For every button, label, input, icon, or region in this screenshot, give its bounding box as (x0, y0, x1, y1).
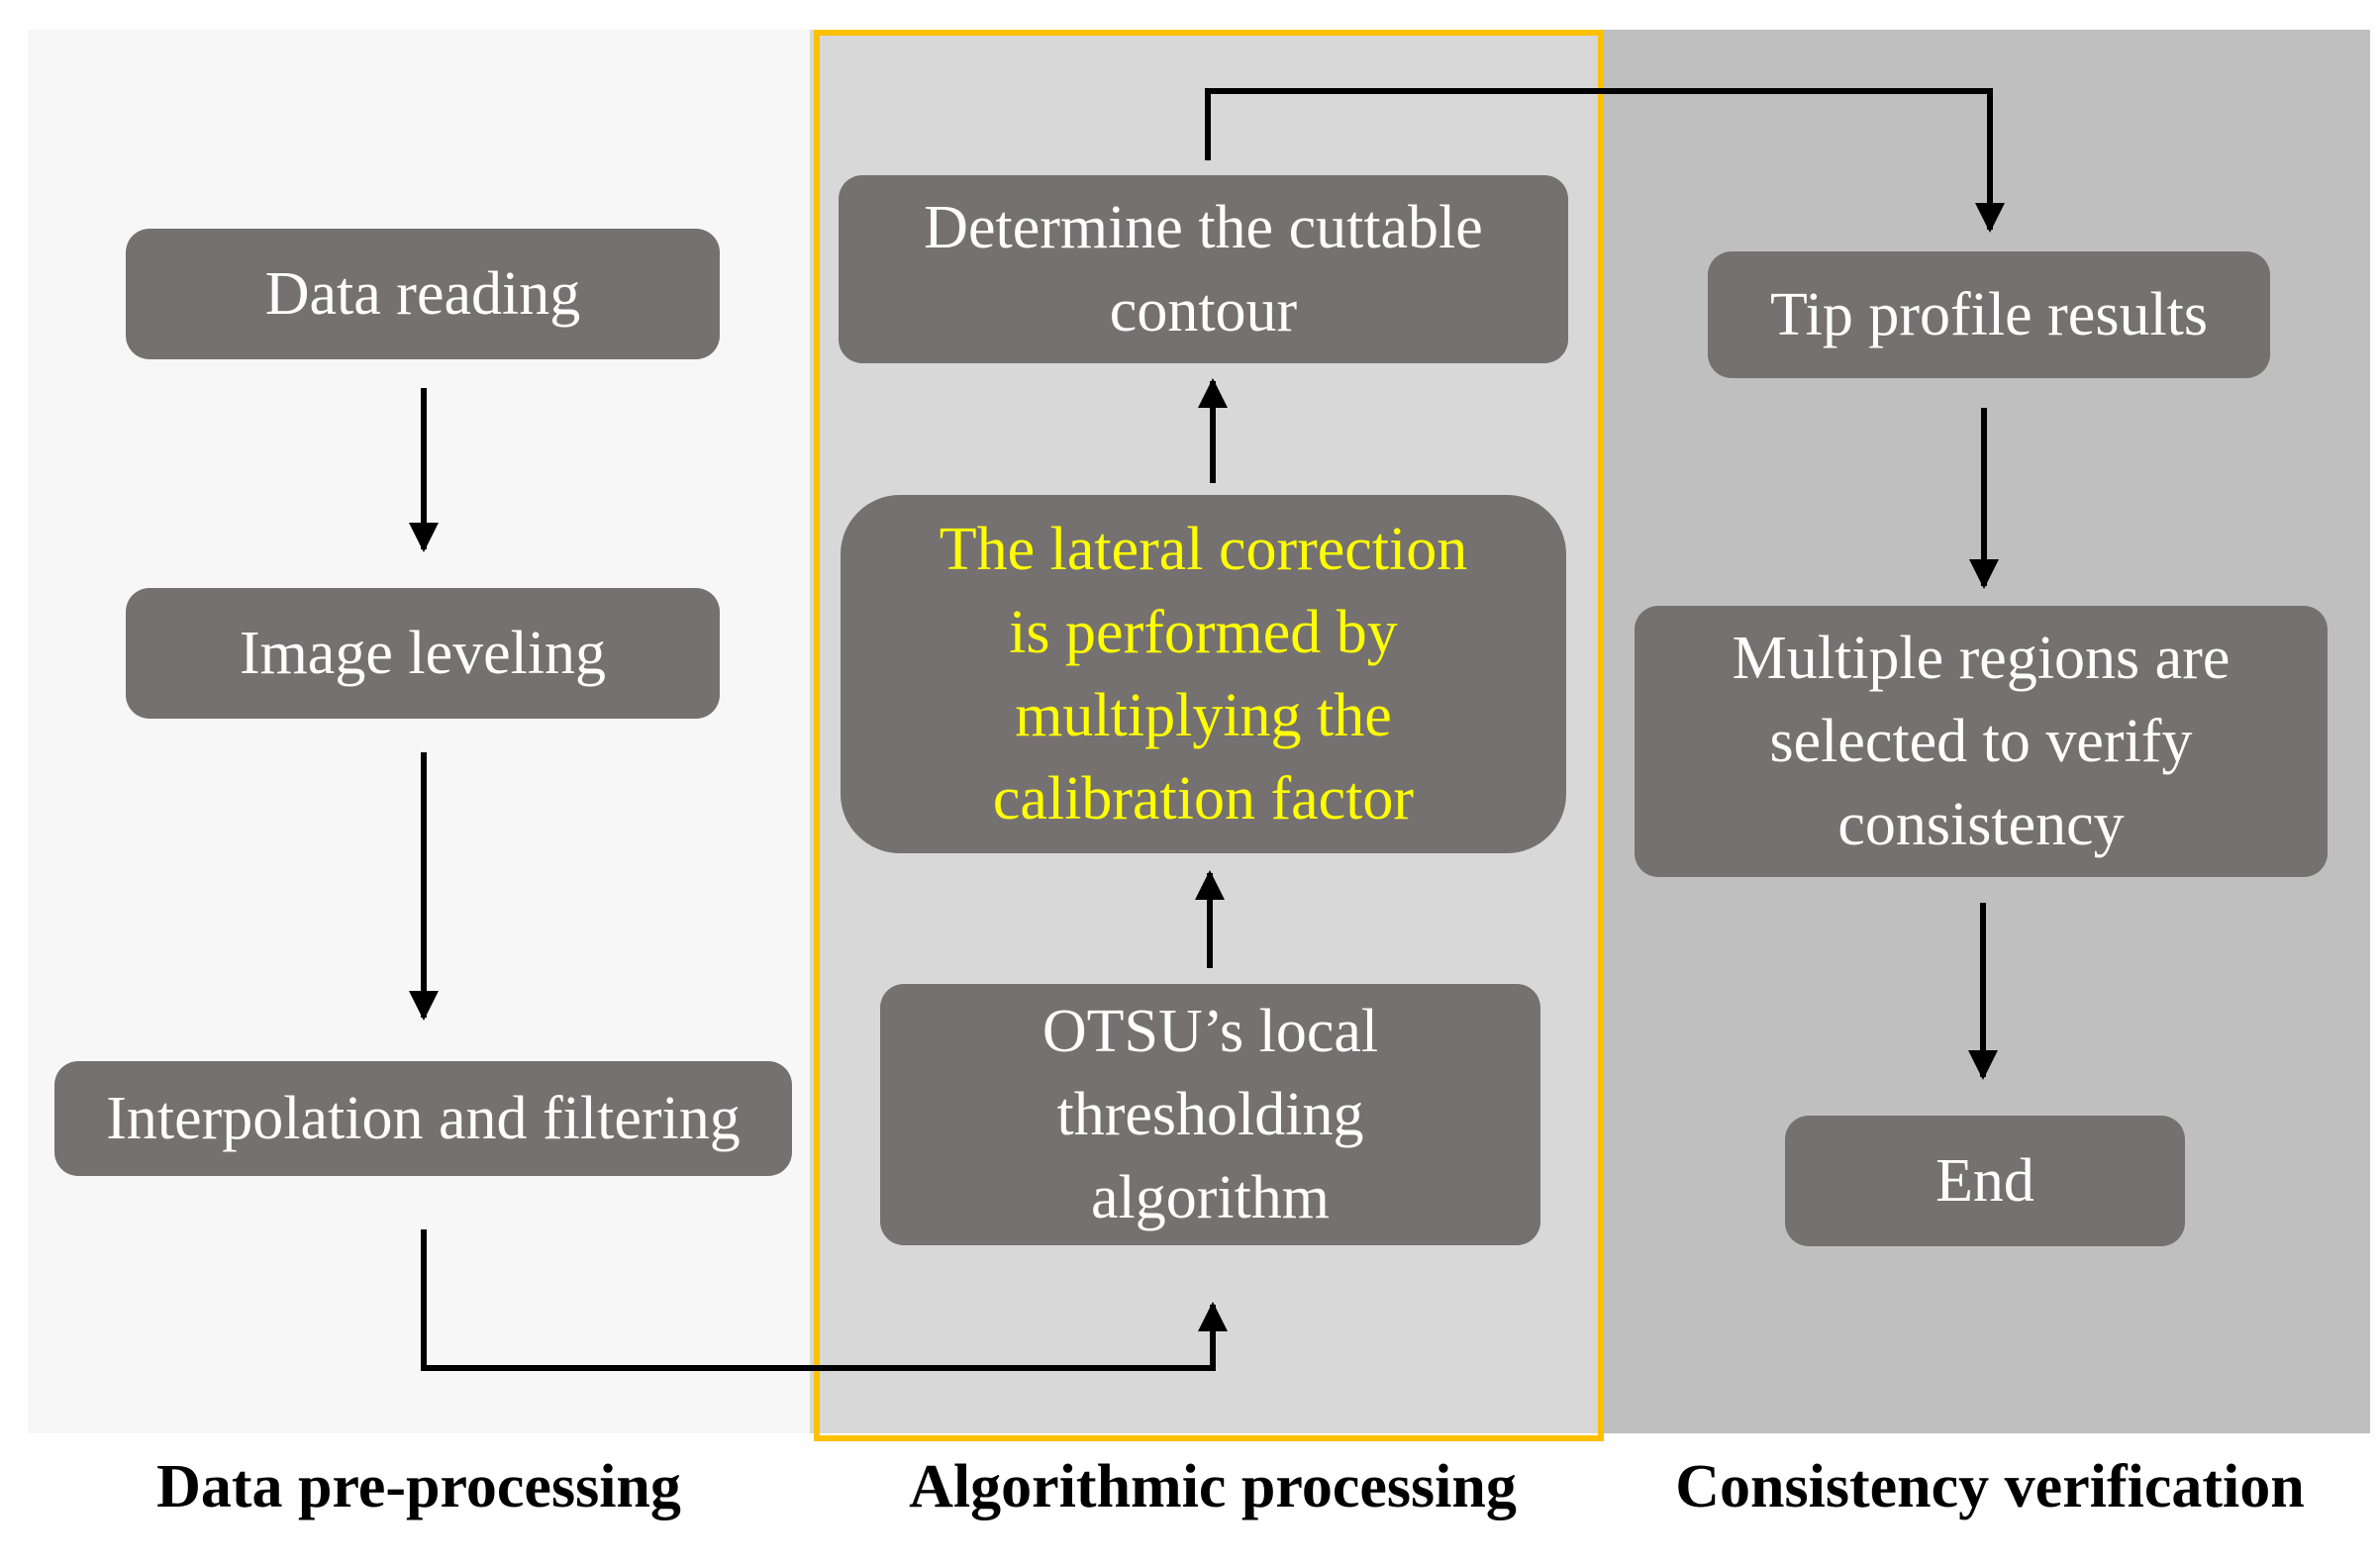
caption-consistency-verification: Consistency verification (1675, 1453, 2305, 1520)
step-data-reading: Data reading (126, 229, 720, 359)
arrow-contour-to-tip (1205, 88, 2005, 233)
step-image-leveling: Image leveling (126, 588, 720, 719)
caption-data-preprocessing: Data pre-processing (156, 1453, 681, 1520)
step-otsu-thresholding: OTSU’s local thresholding algorithm (880, 984, 1540, 1245)
step-tip-profile-results: Tip profile results (1708, 251, 2270, 378)
step-verify-consistency: Multiple regions are selected to verify … (1635, 606, 2328, 877)
step-determine-contour: Determine the cuttable contour (839, 175, 1568, 363)
step-interpolation-filtering: Interpolation and filtering (54, 1061, 792, 1176)
step-lateral-correction: The lateral correction is performed by m… (841, 495, 1566, 853)
step-end: End (1785, 1116, 2185, 1246)
highlight-frame (814, 30, 1604, 1441)
caption-algorithmic-processing: Algorithmic processing (909, 1453, 1517, 1520)
arrow-interpolation-to-otsu (421, 1229, 1228, 1371)
